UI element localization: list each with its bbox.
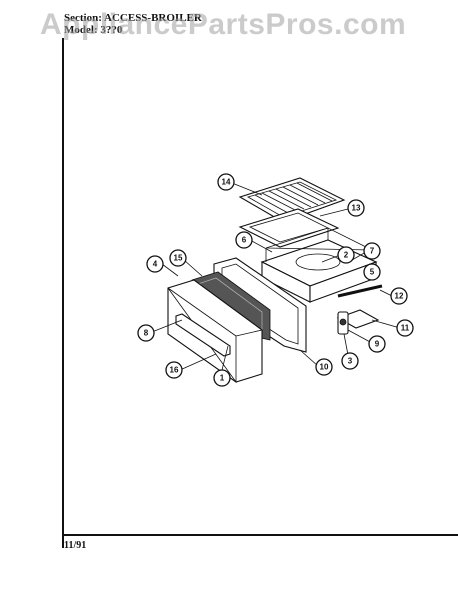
page-border-bottom bbox=[62, 534, 458, 536]
svg-text:9: 9 bbox=[375, 340, 380, 349]
svg-text:7: 7 bbox=[370, 247, 375, 256]
svg-text:10: 10 bbox=[320, 363, 329, 372]
model-number: Model: 3??0 bbox=[64, 24, 123, 36]
svg-text:3: 3 bbox=[348, 357, 353, 366]
svg-text:8: 8 bbox=[144, 329, 149, 338]
callout-1: 1 bbox=[213, 369, 231, 387]
slide-rail-part bbox=[337, 284, 383, 298]
svg-text:1: 1 bbox=[220, 374, 225, 383]
callout-14: 14 bbox=[217, 173, 235, 191]
callout-8: 8 bbox=[137, 324, 155, 342]
svg-text:14: 14 bbox=[222, 178, 231, 187]
leader-lines bbox=[151, 182, 401, 371]
page-header: Section: ACCESS-BROILER Model: 3??0 bbox=[64, 12, 202, 36]
callout-10: 10 bbox=[315, 358, 333, 376]
svg-text:6: 6 bbox=[242, 236, 247, 245]
svg-text:4: 4 bbox=[153, 260, 158, 269]
hinge-part bbox=[337, 311, 349, 335]
watermark-logo: AppliancePartsPros.com bbox=[40, 8, 407, 41]
drawer-handle-part bbox=[175, 313, 231, 357]
callout-11: 11 bbox=[396, 319, 414, 337]
svg-text:15: 15 bbox=[174, 254, 183, 263]
svg-text:11: 11 bbox=[401, 324, 410, 333]
callout-12: 12 bbox=[390, 287, 408, 305]
svg-text:12: 12 bbox=[395, 292, 404, 301]
section-title: Section: ACCESS-BROILER bbox=[64, 12, 202, 24]
svg-text:13: 13 bbox=[352, 204, 361, 213]
revision-date: 11/91 bbox=[64, 540, 87, 551]
callout-7: 7 bbox=[363, 242, 381, 260]
callout-3: 3 bbox=[341, 352, 359, 370]
callout-2: 2 bbox=[337, 246, 355, 264]
callout-9: 9 bbox=[368, 335, 386, 353]
svg-text:2: 2 bbox=[344, 251, 349, 260]
page-border-left bbox=[62, 38, 64, 548]
svg-text:16: 16 bbox=[170, 366, 179, 375]
broiler-grid-part bbox=[238, 177, 346, 223]
callout-5: 5 bbox=[363, 263, 381, 281]
callout-4: 4 bbox=[146, 255, 164, 273]
callout-13: 13 bbox=[347, 199, 365, 217]
callout-6: 6 bbox=[235, 231, 253, 249]
svg-text:5: 5 bbox=[370, 268, 375, 277]
callout-16: 16 bbox=[165, 361, 183, 379]
callout-15: 15 bbox=[169, 249, 187, 267]
